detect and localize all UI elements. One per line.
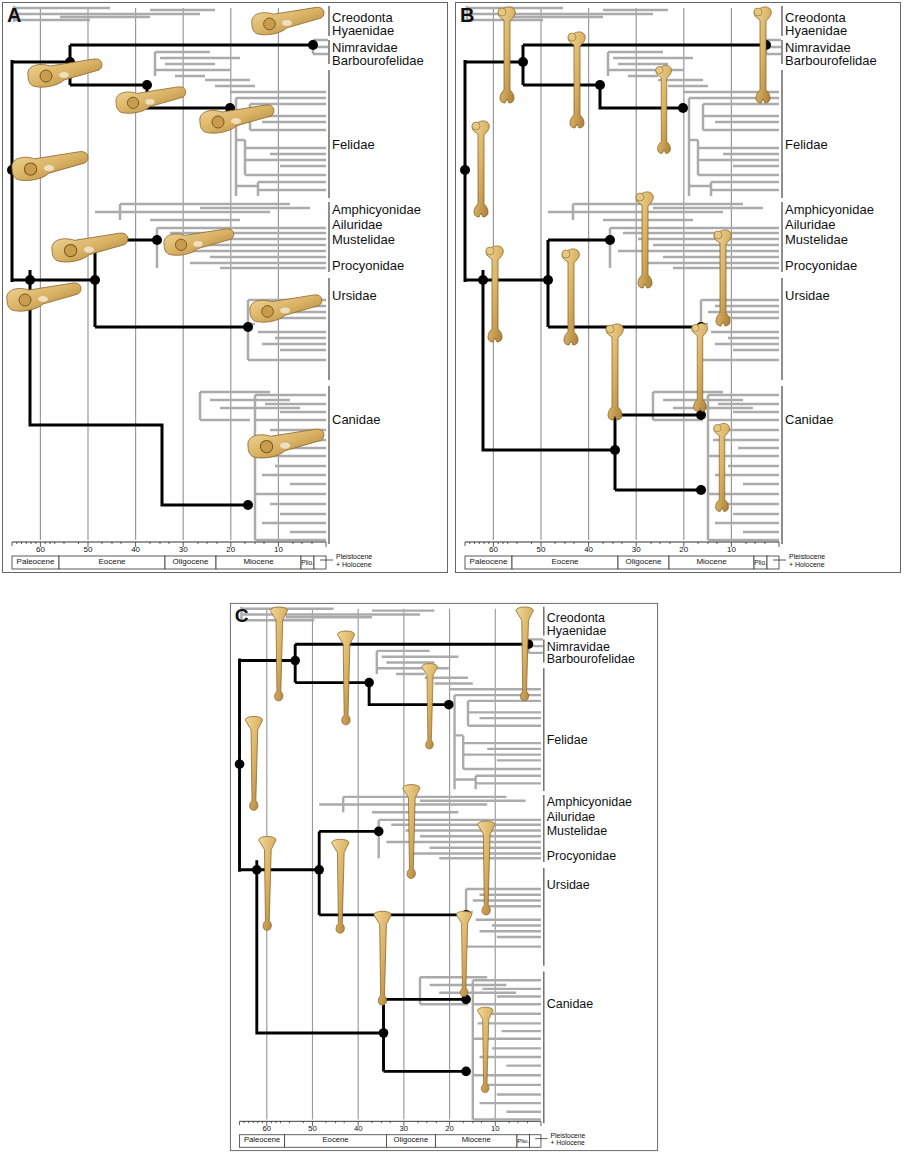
clade-label: Canidae xyxy=(332,413,380,427)
epoch-label: Oligocene xyxy=(394,1137,429,1145)
axis-number: 20 xyxy=(445,1125,454,1133)
clade-label: Canidae xyxy=(547,997,594,1011)
clade-label: Amphicyonidae xyxy=(547,796,632,810)
epoch-label: Plio. xyxy=(517,1137,529,1144)
axis-number: 30 xyxy=(179,546,188,555)
epoch-label: Paleocene xyxy=(470,558,508,567)
clade-label: Felidae xyxy=(785,138,828,152)
epoch-label: Pleistocene xyxy=(336,553,372,561)
epoch-label: Eocene xyxy=(98,558,125,567)
epoch-label: Oligocene xyxy=(172,558,208,567)
axis-number: 50 xyxy=(308,1125,317,1133)
axis-number: 30 xyxy=(400,1125,409,1133)
clade-label: Canidae xyxy=(785,413,833,427)
tree-panel: CCreodontaHyaenidaeNimravidaeBarbourofel… xyxy=(228,601,660,1153)
axis-number: 20 xyxy=(226,546,235,555)
epoch-label: + Holocene xyxy=(336,561,372,569)
clade-label: Procyonidae xyxy=(785,259,857,273)
epoch-label: Oligocene xyxy=(625,558,661,567)
epoch-label: Miocene xyxy=(696,558,726,567)
axis-number: 60 xyxy=(36,546,45,555)
clade-label: Barbourofelidae xyxy=(785,54,877,68)
clade-label: Ursidae xyxy=(785,289,830,303)
epoch-label: Paleocene xyxy=(17,558,55,567)
epoch-label: Plio. xyxy=(754,559,767,566)
axis-number: 60 xyxy=(263,1125,272,1133)
axis-number: 20 xyxy=(679,546,688,555)
clade-label: Procyonidae xyxy=(332,259,404,273)
phylogeny-illustration xyxy=(453,0,903,575)
epoch-label: Paleocene xyxy=(244,1137,280,1145)
axis-number: 40 xyxy=(354,1125,363,1133)
epoch-label: Pleistocene xyxy=(551,1132,586,1139)
clade-label: Mustelidae xyxy=(332,233,395,247)
axis-number: 30 xyxy=(632,546,641,555)
epoch-label: + Holocene xyxy=(551,1140,585,1147)
clade-label: Ursidae xyxy=(332,289,377,303)
clade-label: Barbourofelidae xyxy=(332,54,424,68)
tree-panel: ACreodontaHyaenidaeNimravidaeBarbourofel… xyxy=(0,0,450,575)
epoch-label: Pleistocene xyxy=(789,553,825,561)
axis-number: 50 xyxy=(84,546,93,555)
axis-number: 40 xyxy=(131,546,140,555)
clade-label: Ursidae xyxy=(547,878,590,892)
clade-label: Mustelidae xyxy=(785,233,848,247)
clade-label: Hyaenidae xyxy=(332,24,394,38)
clade-label: Procyonidae xyxy=(547,850,616,864)
phylogeny-illustration xyxy=(0,0,450,575)
clade-label: Hyaenidae xyxy=(785,24,847,38)
clade-label: Mustelidae xyxy=(547,825,607,839)
axis-number: 10 xyxy=(727,546,736,555)
tree-panel: BCreodontaHyaenidaeNimravidaeBarbourofel… xyxy=(453,0,903,575)
epoch-label: Eocene xyxy=(322,1137,348,1145)
clade-label: Ailuridae xyxy=(547,810,596,824)
epoch-label: Miocene xyxy=(462,1137,491,1145)
clade-label: Ailuridae xyxy=(332,218,383,232)
clade-label: Felidae xyxy=(332,138,375,152)
phylogeny-illustration xyxy=(228,601,660,1153)
panel-letter: B xyxy=(460,4,474,26)
panel-letter: C xyxy=(235,605,249,626)
epoch-label: Miocene xyxy=(243,558,273,567)
panel-letter: A xyxy=(7,4,21,26)
epoch-label: Plio. xyxy=(301,559,314,566)
axis-number: 50 xyxy=(537,546,546,555)
clade-label: Felidae xyxy=(547,733,588,747)
epoch-label: + Holocene xyxy=(789,561,825,569)
clade-label: Ailuridae xyxy=(785,218,836,232)
axis-number: 10 xyxy=(274,546,283,555)
clade-label: Barbourofelidae xyxy=(547,653,635,667)
axis-number: 40 xyxy=(584,546,593,555)
clade-label: Amphicyonidae xyxy=(332,203,421,217)
axis-number: 60 xyxy=(489,546,498,555)
epoch-label: Eocene xyxy=(551,558,578,567)
clade-label: Amphicyonidae xyxy=(785,203,874,217)
clade-label: Hyaenidae xyxy=(547,624,607,638)
axis-number: 10 xyxy=(491,1125,500,1133)
